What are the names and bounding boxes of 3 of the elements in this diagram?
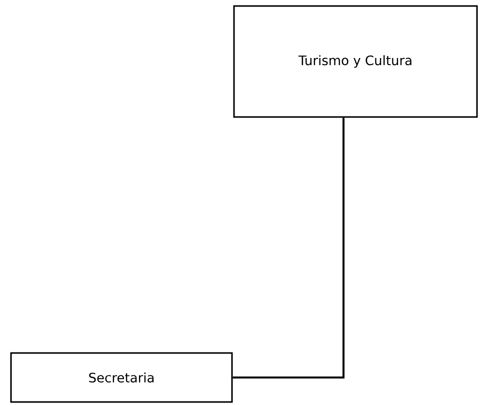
org-box: Secretaria bbox=[10, 352, 233, 403]
org-box: Turismo y Cultura bbox=[233, 5, 478, 118]
connector-line bbox=[232, 118, 344, 378]
